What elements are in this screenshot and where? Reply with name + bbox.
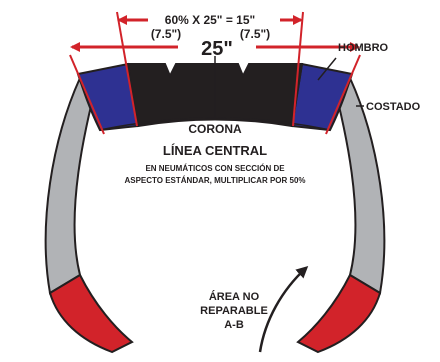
nonrepairable-curve-arrow bbox=[258, 265, 309, 353]
dimension-total-width: 25" bbox=[201, 38, 233, 60]
crown-label: CORONA bbox=[188, 122, 242, 136]
centerline-title: LÍNEA CENTRAL bbox=[163, 143, 267, 158]
inner-left-guide bbox=[116, 11, 138, 127]
nonrepairable-label-1: ÁREA NO bbox=[209, 290, 260, 303]
dimension-right-half: (7.5") bbox=[240, 27, 270, 41]
nonrepairable-label-2: REPARABLE bbox=[200, 305, 268, 317]
note-line-2: ASPECTO ESTÁNDAR, MULTIPLICAR POR 50% bbox=[124, 176, 305, 185]
dimension-left-half: (7.5") bbox=[151, 27, 181, 41]
sidewall-label: COSTADO bbox=[366, 101, 421, 113]
outer-right-guide bbox=[325, 54, 361, 135]
shoulder-callout-line bbox=[317, 57, 337, 81]
nonrepairable-label-3: A-B bbox=[224, 319, 244, 331]
shoulder-label: HOMBRO bbox=[338, 42, 389, 54]
dimension-formula: 60% X 25" = 15" bbox=[165, 13, 255, 27]
note-line-1: EN NEUMÁTICOS CON SECCIÓN DE bbox=[145, 164, 285, 173]
left-bead-nonrepairable bbox=[48, 273, 134, 354]
outer-left-guide bbox=[69, 54, 105, 135]
right-bead-nonrepairable bbox=[296, 273, 382, 354]
inner-right-guide bbox=[292, 11, 304, 127]
